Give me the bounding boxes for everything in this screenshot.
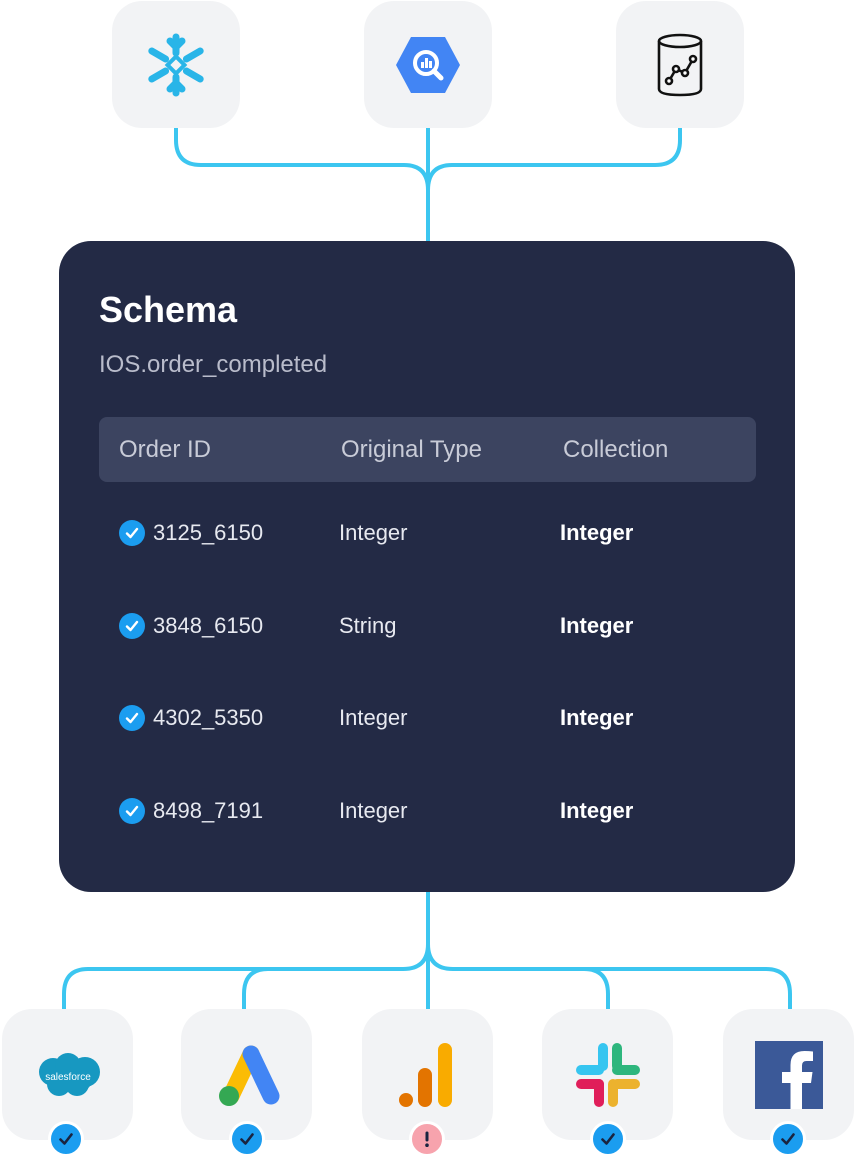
status-warning-icon [409, 1121, 445, 1157]
order-id-cell: 3125_6150 [153, 520, 264, 545]
check-icon [119, 798, 145, 824]
destination-google-ads[interactable] [181, 1009, 312, 1140]
facebook-icon [754, 1040, 823, 1109]
source-data-warehouse[interactable] [616, 1, 744, 128]
order-id-cell: 8498_7191 [153, 798, 264, 823]
status-ok-icon [48, 1121, 84, 1157]
collection-type-cell: Integer [560, 798, 634, 823]
original-type-cell: String [339, 613, 397, 638]
column-header-order-id[interactable]: Order ID [119, 436, 212, 463]
destination-salesforce[interactable]: salesforce [2, 1009, 133, 1140]
collection-type-cell: Integer [560, 613, 634, 638]
salesforce-icon: salesforce [33, 1050, 103, 1100]
original-type-cell: Integer [339, 520, 408, 545]
table-header: Order ID Original Type Collection [99, 417, 756, 482]
order-id-cell: 3848_6150 [153, 613, 264, 638]
database-chart-icon [655, 33, 705, 97]
status-ok-icon [770, 1121, 806, 1157]
source-bigquery[interactable] [364, 1, 492, 128]
snowflake-icon [142, 31, 210, 99]
original-type-cell: Integer [339, 705, 408, 730]
source-snowflake[interactable] [112, 1, 240, 128]
bigquery-icon [395, 35, 461, 95]
column-header-collection[interactable]: Collection [563, 436, 669, 463]
destination-google-analytics[interactable] [362, 1009, 493, 1140]
table-row[interactable]: 3848_6150 String Integer [99, 596, 756, 656]
order-id-cell: 4302_5350 [153, 705, 264, 730]
original-type-cell: Integer [339, 798, 408, 823]
table-row[interactable]: 4302_5350 Integer Integer [99, 688, 756, 748]
check-icon [119, 613, 145, 639]
schema-card: Schema IOS.order_completed Order ID Orig… [59, 241, 795, 892]
column-header-original-type[interactable]: Original Type [341, 436, 482, 463]
check-icon [119, 520, 145, 546]
status-ok-icon [229, 1121, 265, 1157]
destination-slack[interactable] [542, 1009, 673, 1140]
google-ads-icon [211, 1042, 283, 1108]
collection-type-cell: Integer [560, 520, 634, 545]
slack-icon [574, 1041, 642, 1109]
google-analytics-icon [396, 1042, 460, 1108]
salesforce-logo-text: salesforce [45, 1072, 91, 1083]
status-ok-icon [590, 1121, 626, 1157]
table-row[interactable]: 8498_7191 Integer Integer [99, 781, 756, 841]
schema-title: Schema [99, 289, 238, 330]
destination-facebook[interactable] [723, 1009, 854, 1140]
collection-type-cell: Integer [560, 705, 634, 730]
table-row[interactable]: 3125_6150 Integer Integer [99, 503, 756, 563]
check-icon [119, 705, 145, 731]
event-name: IOS.order_completed [99, 351, 328, 378]
